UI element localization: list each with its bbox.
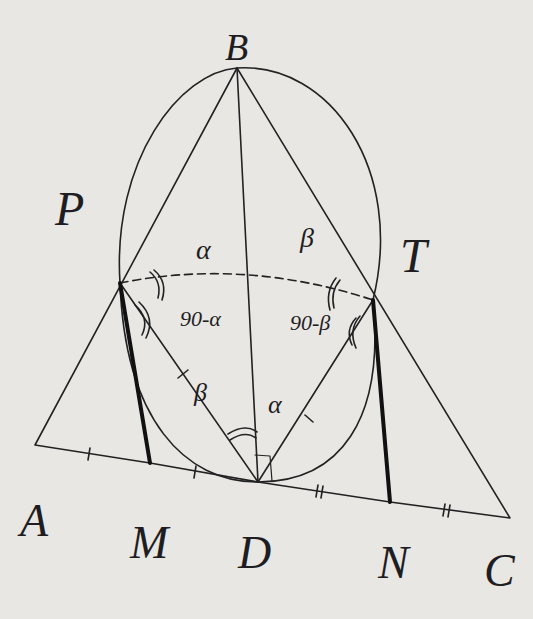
point-label: A xyxy=(20,498,48,544)
angle-arc xyxy=(135,305,145,335)
segment-pm xyxy=(120,283,150,463)
angle-label: 90-α xyxy=(180,308,221,330)
angle-arc xyxy=(333,280,340,308)
tick-mark xyxy=(178,370,188,378)
point-label: N xyxy=(378,540,409,586)
segment-tn xyxy=(373,300,390,502)
angle-arc xyxy=(150,272,159,298)
segment-bd xyxy=(237,68,258,482)
lower-arc xyxy=(120,283,375,482)
upper-arc xyxy=(119,68,380,300)
tick-mark xyxy=(448,505,450,517)
angle-arc xyxy=(230,434,256,440)
tick-mark xyxy=(88,448,90,460)
angle-label: β xyxy=(194,380,207,406)
angle-arc xyxy=(328,278,336,310)
tick-mark xyxy=(321,486,323,498)
angle-label: α xyxy=(268,392,282,418)
tick-mark xyxy=(316,485,318,497)
angle-label: 90-β xyxy=(290,312,330,334)
point-label: T xyxy=(400,232,427,280)
right-angle-mark xyxy=(255,455,272,481)
tick-mark xyxy=(194,466,196,478)
angle-label: β xyxy=(300,224,314,252)
angle-label: α xyxy=(196,236,211,264)
point-label: M xyxy=(130,520,168,566)
point-label: B xyxy=(225,28,248,66)
angle-arc xyxy=(139,302,150,338)
point-label: P xyxy=(55,185,84,233)
segment-pd xyxy=(120,283,258,482)
tick-mark xyxy=(443,504,445,516)
triangle-abc xyxy=(35,68,510,518)
segment-td xyxy=(258,300,373,482)
point-label: C xyxy=(484,548,515,594)
angle-arc xyxy=(154,270,164,300)
point-label: D xyxy=(238,530,271,576)
tick-mark xyxy=(305,415,313,422)
angle-arc xyxy=(353,316,360,348)
angle-arc xyxy=(228,428,257,434)
